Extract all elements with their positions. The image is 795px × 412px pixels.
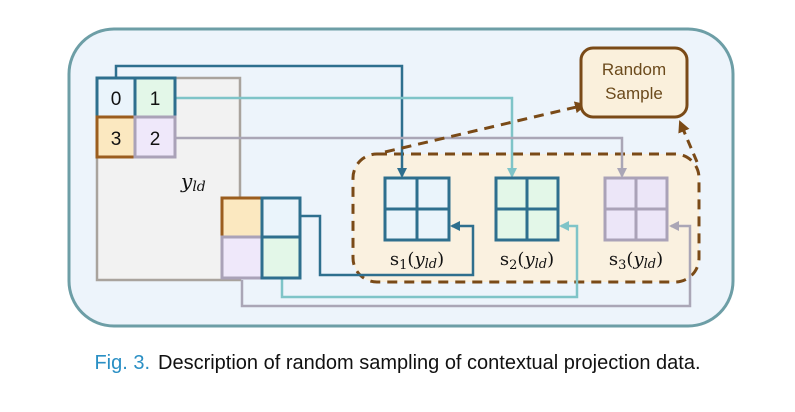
sample-block — [220, 196, 302, 280]
sample-s2: s2(yld) — [494, 176, 560, 273]
cell-3-label: 3 — [111, 129, 122, 150]
random-sample-box: Random Sample — [579, 46, 689, 119]
y-ld-label: yld — [180, 169, 206, 195]
connector-cell0-to-s1 — [114, 64, 407, 178]
random-sample-line1: Random — [602, 60, 666, 79]
figure-number: Fig. 3. — [94, 352, 151, 374]
connector-cell2-to-s3 — [176, 136, 627, 178]
caption-text: Description of random sampling of contex… — [158, 352, 701, 374]
dashed-arrow-from-group-to-random-sample — [678, 120, 699, 163]
cell-0-label: 0 — [111, 89, 122, 110]
figure-caption: Fig. 3. Description of random sampling of… — [0, 352, 795, 375]
s2-label: s2(yld) — [500, 249, 554, 273]
sample-s1: s1(yld) — [383, 176, 451, 273]
cell-3 — [95, 115, 137, 159]
cell-2 — [133, 115, 177, 159]
s3-label: s3(yld) — [609, 249, 663, 273]
cell-2-label: 2 — [150, 129, 161, 150]
cell-1-label: 1 — [150, 89, 161, 110]
random-sample-line2: Sample — [605, 84, 663, 103]
diagram: Random Sample 0 1 2 3 yld s1(yld) s2(yld… — [67, 27, 735, 328]
connector-cell1-to-s2 — [176, 96, 517, 178]
connector-block-to-s1 — [300, 214, 475, 277]
connector-block-to-s3 — [240, 221, 692, 308]
s1-label: s1(yld) — [390, 249, 444, 273]
sample-s3: s3(yld) — [603, 176, 669, 273]
index-grid: 0 1 2 3 — [95, 76, 177, 159]
dashed-arrow-to-random-sample — [384, 101, 587, 154]
connector-block-to-s2 — [280, 221, 579, 299]
